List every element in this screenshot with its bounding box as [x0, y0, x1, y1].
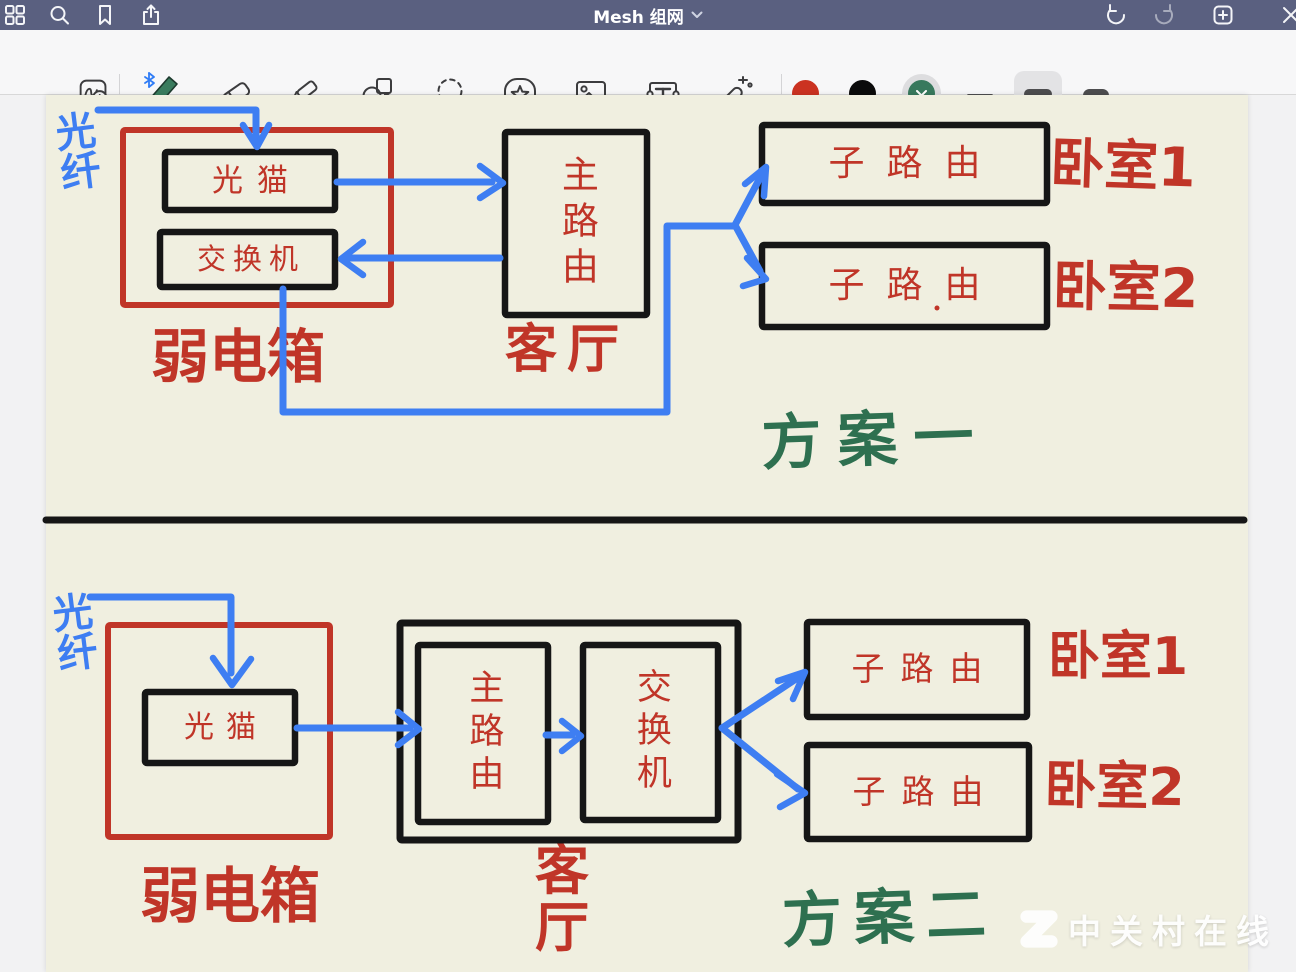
document-title-text: Mesh 组网 — [593, 7, 684, 28]
s2-modem-label: 光猫 — [184, 709, 268, 745]
note-canvas: 光纤 光猫 交换机 弱电箱 主路由 客厅 子路由 子路由 卧室1 卧室2 方案一… — [0, 95, 1296, 972]
bookmark-icon[interactable] — [92, 2, 118, 28]
watermark-text: 中关村在线 — [1068, 912, 1278, 951]
s1-living-room-label: 客厅 — [504, 319, 629, 380]
s2-living-room-label: 客厅 — [535, 839, 607, 959]
undo-icon[interactable] — [1102, 2, 1128, 28]
s2-bedroom2-label: 卧室2 — [1043, 755, 1186, 819]
s2-switch-label: 交换机 — [630, 668, 671, 797]
s1-enclosure-label: 弱电箱 — [150, 322, 325, 391]
close-icon[interactable] — [1278, 2, 1296, 28]
search-icon[interactable] — [46, 2, 72, 28]
redo-icon[interactable] — [1152, 2, 1178, 28]
chevron-down-icon — [691, 11, 703, 18]
toolbar-divider — [781, 74, 782, 114]
share-icon[interactable] — [138, 2, 164, 28]
s1-modem-label: 光猫 — [212, 162, 302, 199]
s1-sub-router-top-label: 子路由 — [828, 143, 1003, 185]
s1-main-router-label: 主路由 — [555, 154, 599, 293]
s2-main-router-label: 主路由 — [463, 669, 504, 798]
s2-bedroom1-label: 卧室1 — [1047, 627, 1189, 688]
s2-enclosure-label: 弱电箱 — [140, 862, 320, 932]
documents-grid-icon[interactable] — [2, 2, 28, 28]
note-page[interactable] — [46, 95, 1248, 972]
drawing-toolbar — [0, 30, 1296, 117]
s1-switch-label: 交换机 — [196, 242, 305, 277]
s2-sub-router-bottom-label: 子路由 — [852, 771, 1000, 811]
s1-title-label: 方案一 — [760, 400, 991, 479]
s1-bedroom2-label: 卧室2 — [1052, 254, 1199, 320]
s2-title-label: 方案二 — [780, 878, 1000, 957]
watermark-logo-icon — [1020, 910, 1058, 948]
document-title[interactable]: Mesh 组网 — [0, 0, 1296, 30]
s1-bedroom1-label: 卧室1 — [1049, 131, 1197, 200]
s1-sub-router-bottom-label: 子路由 — [828, 265, 1003, 307]
toolbar-divider — [119, 74, 120, 114]
navigation-bar: Mesh 组网 — [0, 0, 1296, 30]
bluetooth-icon — [144, 72, 155, 88]
add-page-icon[interactable] — [1210, 2, 1236, 28]
watermark: 中关村在线 — [1018, 905, 1278, 953]
s2-sub-router-top-label: 子路由 — [851, 649, 999, 689]
